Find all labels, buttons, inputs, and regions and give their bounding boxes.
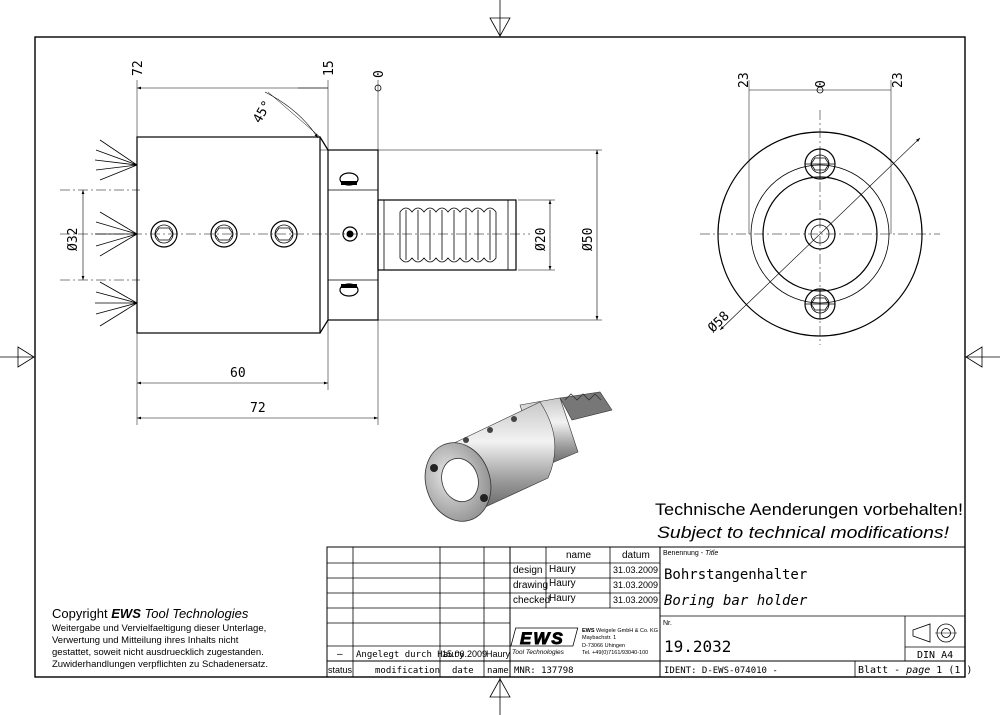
flange-screw-top	[339, 172, 359, 186]
copyright-line-1: Weitergabe und Vervielfaeltigung dieser …	[52, 623, 266, 634]
flange-screw-bottom	[339, 283, 359, 297]
revision-name: Haury	[486, 649, 511, 659]
part-number: 19.2032	[664, 637, 731, 656]
copyright-line-3: gestattet, soweit nicht ausdruecklich zu…	[52, 647, 264, 658]
row-drawing-date: 31.03.2009	[613, 580, 658, 590]
copyright-line-2: Verwertung und Mitteilung ihres Inhalts …	[52, 635, 239, 646]
row-design-name: Haury	[549, 564, 576, 575]
row-drawing-name: Haury	[549, 578, 576, 589]
isometric-render	[424, 391, 613, 522]
footer-mnr: MNR: 137798	[514, 666, 574, 676]
dim-dia-58: Ø58	[705, 309, 732, 336]
company-name: EWS Weigele GmbH & Co. KG	[582, 628, 658, 634]
row-design-date: 31.03.2009	[613, 565, 658, 575]
header-name: name	[566, 550, 591, 561]
footer-name: name	[487, 666, 509, 676]
dim-len-72: 72	[250, 401, 266, 416]
dim-side-23-right: 23	[891, 72, 906, 88]
footer-status: status	[328, 665, 353, 675]
copyright-line-4: Zuwiderhandlungen verpflichten zu Schade…	[52, 659, 268, 670]
dim-dia-50: Ø50	[581, 228, 596, 251]
title-block: name datum design Haury 31.03.2009 drawi…	[326, 546, 972, 678]
centering-mark-right	[965, 346, 1000, 368]
row-drawing-label: drawing	[513, 580, 548, 591]
row-design-label: design	[513, 565, 542, 576]
dim-top-0: 0	[372, 70, 387, 78]
dim-top-72: 72	[131, 60, 146, 76]
revision-dash: –	[337, 649, 343, 660]
company-tel: Tel. +49(0)7161/93040-100	[582, 650, 648, 656]
footer-modification: modification	[375, 666, 440, 676]
dim-len-60: 60	[230, 366, 246, 381]
row-checked-date: 31.03.2009	[613, 595, 658, 605]
footer-page: Blatt - page 1 (1 )	[858, 665, 972, 676]
copyright-heading: Copyright EWS Tool Technologies	[52, 606, 249, 621]
dim-dia-20: Ø20	[534, 228, 549, 251]
footer-ident: IDENT: D-EWS-074010 -	[664, 666, 778, 676]
dim-top-15: 15	[322, 60, 337, 76]
copyright-block: Copyright EWS Tool Technologies Weiterga…	[52, 606, 268, 670]
company-city: D-73066 Uhingen	[582, 643, 625, 649]
side-view: 23 0 23 Ø58	[700, 72, 940, 345]
standard-din-a4: DIN A4	[917, 650, 953, 661]
dim-angle-45: 45°	[250, 98, 275, 126]
benennung-label: Benennung - Title	[663, 550, 718, 557]
revision-date: 15.06.2009	[442, 649, 487, 659]
centering-mark-bottom	[489, 677, 511, 715]
title-english: Boring bar holder	[664, 593, 808, 609]
coolant-spray-icon	[94, 139, 138, 327]
revision-modification: Angelegt durch Haury	[356, 650, 465, 660]
header-datum: datum	[622, 550, 650, 561]
nr-label: Nr.	[663, 620, 672, 627]
ews-logo-text: EWS	[520, 629, 565, 648]
footer-date: date	[452, 666, 474, 676]
company-street: Maybachstr. 1	[582, 635, 616, 641]
dim-side-0: 0	[814, 80, 829, 88]
notice-german: Technische Aenderungen vorbehalten!	[655, 500, 963, 519]
dim-dia-32: Ø32	[66, 228, 81, 251]
front-view: 72 15 0 45° Ø32 Ø20 Ø50 60 72	[60, 60, 602, 425]
serration-profile	[399, 207, 497, 263]
projection-symbol-icon	[912, 623, 957, 643]
ews-company-logo: EWS Tool Technologies	[510, 627, 579, 656]
row-checked-name: Haury	[549, 593, 576, 604]
row-checked-label: checked	[513, 595, 550, 606]
title-german: Bohrstangenhalter	[664, 567, 807, 583]
dim-side-23-left: 23	[737, 72, 752, 88]
centering-mark-top	[489, 0, 511, 37]
centering-mark-left	[0, 346, 35, 368]
ews-logo-sub: Tool Technologies	[512, 649, 565, 656]
notice-english: Subject to technical modifications!	[657, 523, 949, 542]
